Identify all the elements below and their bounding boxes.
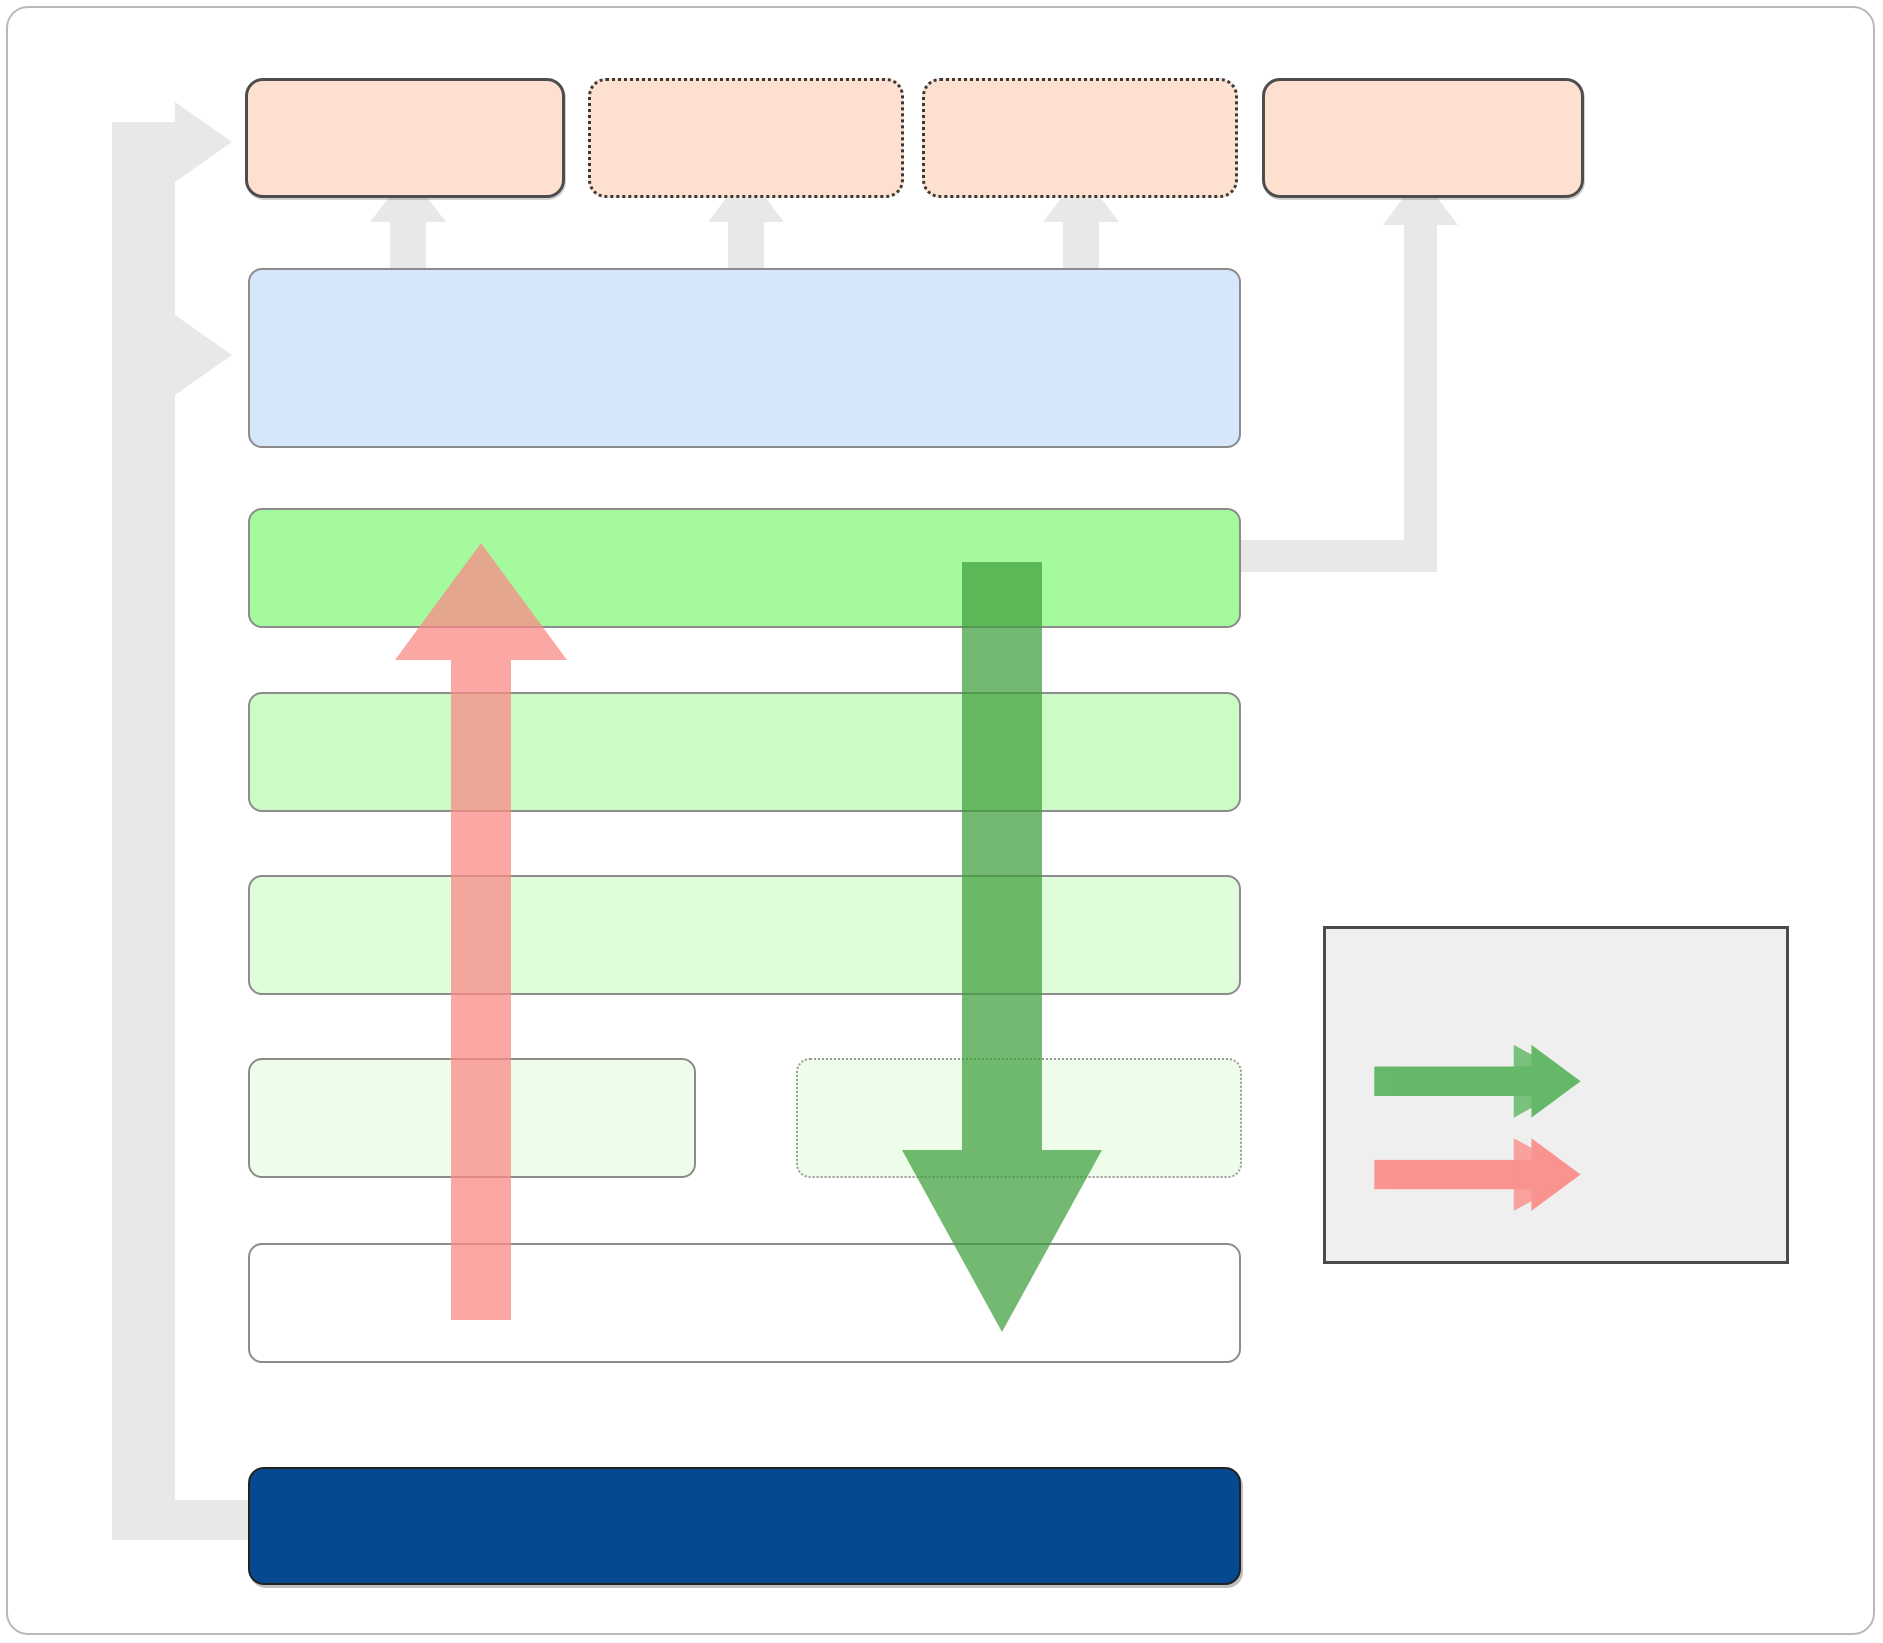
dependency-box-ruma[interactable] — [245, 78, 565, 198]
dependency-box-rocksdb[interactable] — [1262, 78, 1584, 198]
layer-box-router[interactable] — [248, 1243, 1241, 1363]
layer-box-api[interactable] — [248, 875, 1241, 995]
layer-box-dots[interactable] — [796, 1058, 1242, 1178]
legend-arrow-icons — [1374, 1044, 1581, 1211]
layer-box-service[interactable] — [248, 692, 1241, 812]
dependency-box-3[interactable] — [922, 78, 1238, 198]
binary-box-conduwuit[interactable] — [248, 1467, 1241, 1585]
legend-panel — [1323, 926, 1789, 1264]
dependency-box-2[interactable] — [588, 78, 904, 198]
layer-box-core[interactable] — [248, 268, 1241, 448]
load-arrow-icon — [1374, 1044, 1581, 1118]
layer-box-database[interactable] — [248, 508, 1241, 628]
diagram-frame — [6, 6, 1875, 1635]
unload-arrow-icon — [1374, 1138, 1581, 1211]
layer-box-admin[interactable] — [248, 1058, 696, 1178]
